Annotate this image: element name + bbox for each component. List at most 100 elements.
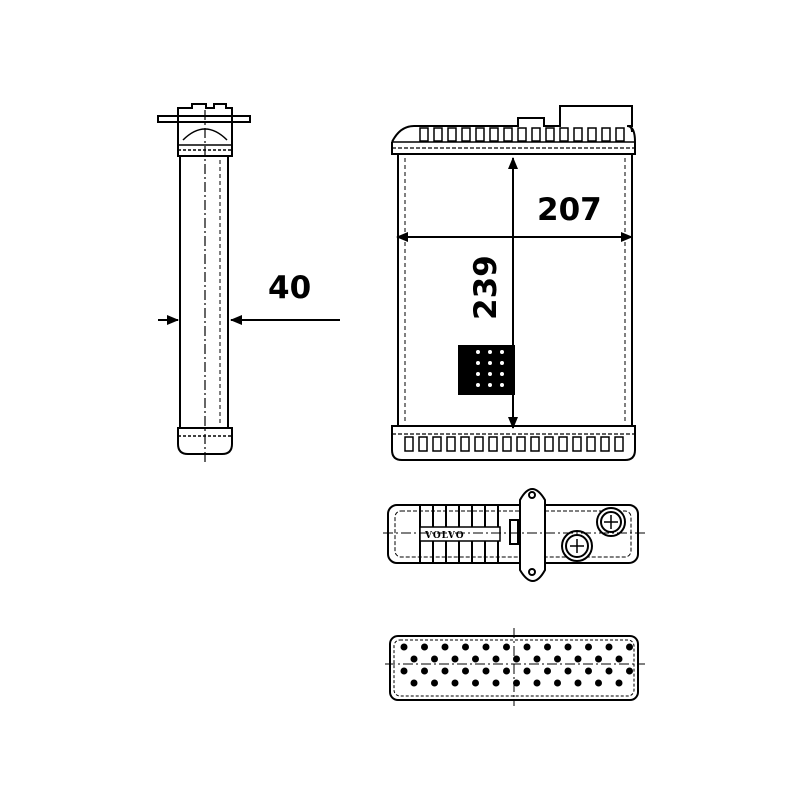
tube-hole — [523, 667, 531, 675]
tube-hole — [533, 679, 541, 687]
tank-rib — [419, 127, 429, 142]
label-dot — [500, 350, 504, 354]
label-dot — [500, 383, 504, 387]
tube-hole — [605, 667, 613, 675]
tube-hole — [472, 679, 479, 687]
tank-rib — [516, 436, 526, 452]
tank-rib — [418, 436, 428, 452]
tank-rib — [573, 127, 583, 142]
tube-hole — [574, 655, 582, 663]
tube-hole — [574, 679, 582, 687]
tube-hole — [400, 643, 408, 651]
tube-hole — [482, 667, 490, 675]
tube-hole — [626, 667, 633, 675]
tank-rib — [446, 436, 456, 452]
dimension-depth: 40 — [158, 270, 340, 325]
tube-hole — [533, 655, 541, 663]
tank-rib — [559, 127, 569, 142]
tube-hole — [523, 643, 531, 651]
tube-hole — [400, 667, 408, 675]
tank-rib — [572, 436, 582, 452]
tank-rib — [503, 127, 513, 142]
tube-hole — [472, 655, 479, 663]
tube-hole — [503, 667, 510, 675]
label-dot — [488, 383, 492, 387]
tank-rib — [447, 127, 457, 142]
tank-rib — [433, 127, 443, 142]
tube-hole — [503, 643, 510, 651]
side-view — [157, 103, 251, 462]
label-dot — [500, 372, 504, 376]
tube-hole — [585, 643, 592, 651]
top-view-outline — [387, 504, 639, 564]
label-dot — [476, 372, 480, 376]
tube-hole — [441, 667, 449, 675]
side-tube — [179, 155, 229, 429]
dimension-width: 207 — [396, 192, 633, 242]
dimension-width-label: 207 — [537, 192, 602, 228]
tube-hole — [626, 643, 633, 651]
tube-hole — [615, 655, 623, 663]
tank-rib — [488, 436, 498, 452]
top-view-mount-boss — [519, 488, 546, 582]
tube-hole — [492, 679, 500, 687]
tube-hole — [554, 679, 561, 687]
tube-hole — [431, 679, 438, 687]
tube-hole — [462, 667, 469, 675]
tube-hole — [482, 643, 490, 651]
tube-hole — [564, 643, 572, 651]
front-label-plate — [458, 345, 515, 395]
tank-rib — [615, 127, 625, 142]
tank-rib — [614, 436, 624, 452]
label-dot — [488, 350, 492, 354]
tube-hole — [492, 655, 500, 663]
label-dot — [476, 350, 480, 354]
tube-hole — [421, 643, 428, 651]
side-top-header — [177, 103, 233, 157]
side-bottom-cap — [177, 427, 233, 455]
tank-rib — [587, 127, 597, 142]
tank-rib — [460, 436, 470, 452]
tank-rib — [600, 436, 610, 452]
label-dot — [488, 361, 492, 365]
tank-rib — [461, 127, 471, 142]
tank-rib — [489, 127, 499, 142]
tank-rib — [404, 436, 414, 452]
tank-rib — [475, 127, 485, 142]
volvo-logo: VOLVO — [424, 531, 465, 541]
label-dot — [476, 361, 480, 365]
tube-hole — [564, 667, 572, 675]
tube-hole — [544, 667, 551, 675]
label-dot — [500, 361, 504, 365]
tube-hole — [441, 643, 449, 651]
front-bottom-tank — [391, 425, 636, 461]
top-view: VOLVO — [383, 488, 645, 582]
tank-rib — [531, 127, 541, 142]
tube-hole — [451, 655, 459, 663]
tank-rib — [517, 127, 527, 142]
tube-hole — [595, 655, 602, 663]
label-dot — [488, 372, 492, 376]
bottom-view — [385, 628, 645, 706]
tank-rib — [558, 436, 568, 452]
tube-hole — [421, 667, 428, 675]
tube-hole — [462, 643, 469, 651]
dimension-height: 239 — [468, 157, 518, 429]
tube-hole — [554, 655, 561, 663]
dimension-height-label: 239 — [468, 255, 504, 320]
tank-rib — [474, 436, 484, 452]
dimension-depth-label: 40 — [268, 270, 311, 306]
tank-rib — [544, 436, 554, 452]
tube-hole — [513, 679, 520, 687]
tube-hole — [595, 679, 602, 687]
tank-rib — [530, 436, 540, 452]
tube-hole — [410, 655, 418, 663]
tube-hole — [513, 655, 520, 663]
tube-hole — [544, 643, 551, 651]
tube-hole — [605, 643, 613, 651]
side-flange — [157, 115, 251, 123]
tank-rib — [545, 127, 555, 142]
tank-rib — [586, 436, 596, 452]
tube-hole — [451, 679, 459, 687]
